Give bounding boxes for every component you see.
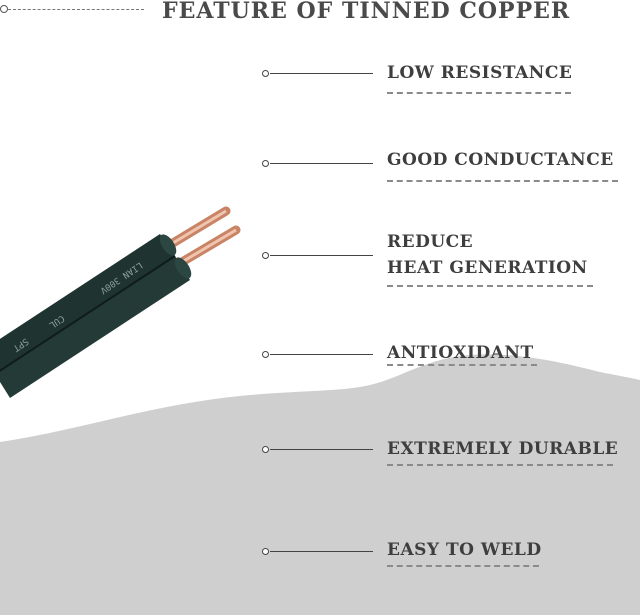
bullet-dot-icon <box>262 160 269 167</box>
connector-line <box>270 551 373 552</box>
bullet-dot-icon <box>262 70 269 77</box>
header-divider <box>8 9 144 10</box>
bullet-dot-icon <box>262 446 269 453</box>
feature-label: EXTREMELY DURABLE <box>387 439 619 459</box>
bullet-dot-icon <box>262 548 269 555</box>
feature-label-line-1: REDUCE <box>387 232 474 252</box>
feature-label-line-2: HEAT GENERATION <box>387 258 588 278</box>
connector-line <box>270 163 373 164</box>
feature-underline <box>387 180 618 182</box>
feature-label: EASY TO WELD <box>387 540 542 560</box>
feature-label: GOOD CONDUCTANCE <box>387 150 614 170</box>
cable-jacket <box>0 234 192 398</box>
connector-line <box>270 255 373 256</box>
feature-label: ANTIOXIDANT <box>387 343 534 363</box>
bullet-dot-icon <box>262 351 269 358</box>
feature-underline <box>387 92 571 94</box>
page-title: FEATURE OF TINNED COPPER <box>162 0 571 24</box>
wave-shape <box>0 354 640 615</box>
feature-underline <box>387 285 593 287</box>
feature-underline <box>387 464 613 466</box>
feature-underline <box>387 364 537 366</box>
connector-line <box>270 354 373 355</box>
connector-line <box>270 449 373 450</box>
bullet-dot-icon <box>262 252 269 259</box>
feature-label: LOW RESISTANCE <box>387 63 573 83</box>
copper-wires <box>163 206 241 267</box>
connector-line <box>270 73 373 74</box>
header-dot-icon <box>0 5 8 13</box>
feature-underline <box>387 565 539 567</box>
